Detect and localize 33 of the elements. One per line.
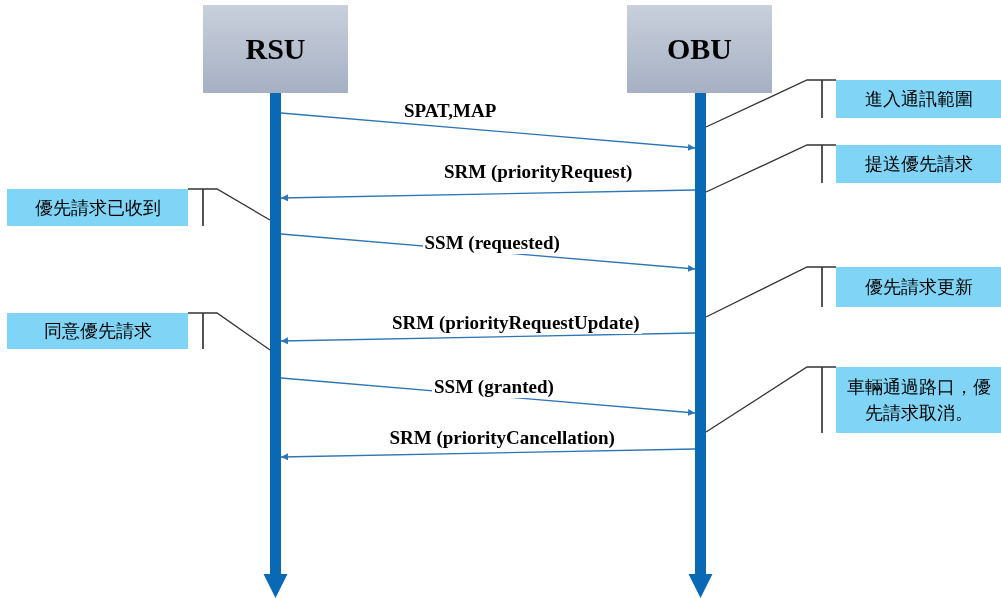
message-arrow [280, 332, 696, 345]
participant-name: RSU [245, 32, 306, 66]
lifeline-arrow [688, 93, 713, 598]
callout-text: 車輛通過路口，優先請求取消。 [845, 376, 992, 425]
callout-text: 優先請求已收到 [34, 196, 161, 220]
callout-box [836, 80, 1001, 118]
callout-text: 進入通訊範圍 [864, 88, 973, 111]
callout-box [7, 313, 188, 349]
leader-line [705, 366, 837, 433]
lifeline-header [203, 5, 348, 93]
leader-line [187, 188, 271, 221]
callout-text: 優先請求更新 [864, 276, 973, 299]
leader-line [187, 312, 271, 351]
callout-box [836, 267, 1001, 307]
callout-box [836, 367, 1001, 433]
edge-label: SRM (priorityCancellation) [387, 427, 617, 449]
leader-line [705, 266, 837, 318]
edge-label: SSM (requested) [422, 232, 562, 254]
callout-box [7, 189, 188, 226]
lifeline-header [627, 5, 772, 93]
edge-label: SRM (priorityRequest) [442, 161, 635, 183]
message-arrow [280, 189, 696, 202]
message-arrow [280, 448, 696, 461]
edge-label: SRM (priorityRequestUpdate) [390, 312, 642, 334]
lifeline-arrow [263, 93, 288, 598]
message-arrow [280, 112, 696, 151]
participant-name: OBU [667, 32, 732, 66]
edge-label: SSM (granted) [432, 376, 556, 398]
callout-text: 提送優先請求 [864, 153, 973, 176]
leader-line [705, 79, 837, 128]
leader-line [705, 144, 837, 193]
callout-box [836, 145, 1001, 183]
callout-text: 同意優先請求 [43, 320, 152, 343]
